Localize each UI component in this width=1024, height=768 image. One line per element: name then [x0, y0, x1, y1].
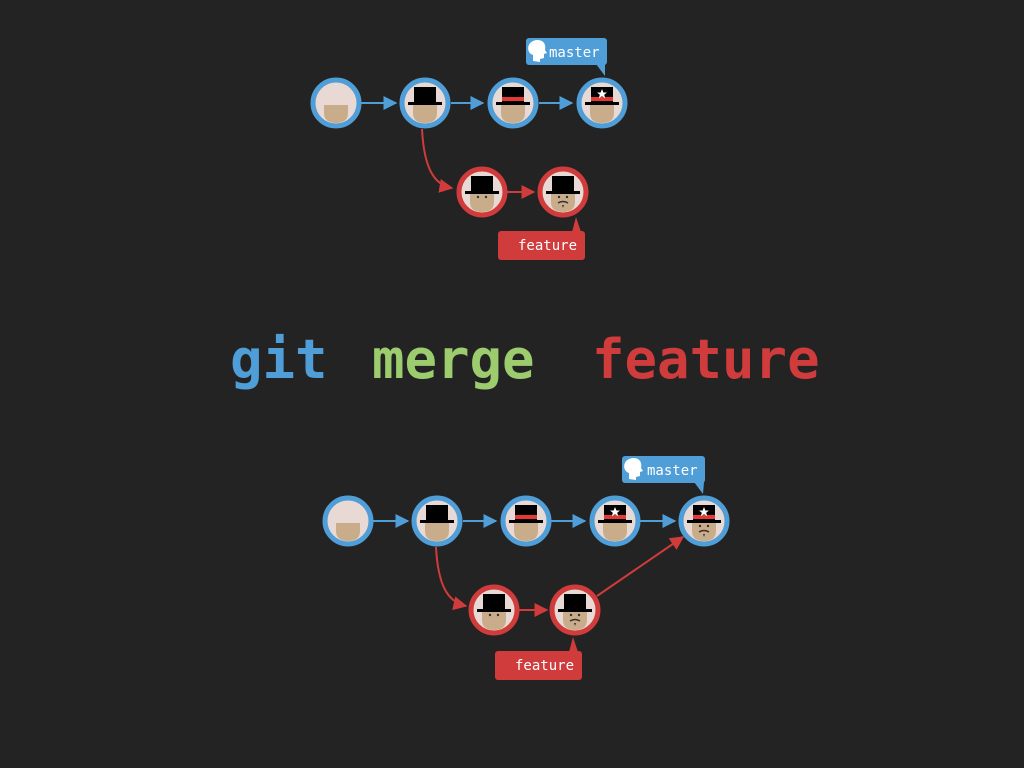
- command-git: git: [230, 328, 328, 391]
- commit-node-feature-2: [549, 584, 601, 636]
- commit-node-hat-star: [576, 77, 628, 129]
- commit-node-top-hat: [399, 77, 451, 129]
- commit-node-feature-1: [456, 166, 508, 218]
- commit-node-hat-red-band: [487, 77, 539, 129]
- edge: [435, 546, 468, 611]
- master-label: master: [622, 456, 705, 494]
- commit-node-base: [310, 77, 362, 129]
- before-graph: master feature: [310, 38, 628, 260]
- head-silhouette-icon: [528, 40, 547, 62]
- commit-node-base: [322, 495, 374, 547]
- head-silhouette-icon: [624, 458, 643, 480]
- star-icon: [610, 507, 620, 517]
- command-line: git merge feature: [230, 328, 820, 391]
- commit-node-hat-red-band: [500, 495, 552, 547]
- star-icon: [699, 507, 709, 517]
- commit-node-top-hat: [411, 495, 463, 547]
- commit-node-merge: [678, 495, 730, 547]
- feature-label: feature: [498, 217, 585, 260]
- commit-node-hat-star: [589, 495, 641, 547]
- command-merge: merge: [372, 328, 535, 391]
- master-label: master: [526, 38, 607, 76]
- merge-edge: [596, 536, 685, 597]
- feature-label-text: feature: [515, 658, 574, 674]
- master-label-text: master: [549, 45, 600, 61]
- master-label-text: master: [647, 463, 698, 479]
- feature-label-text: feature: [518, 238, 577, 254]
- after-graph: master feature: [322, 456, 730, 680]
- feature-label: feature: [495, 637, 582, 680]
- edge: [421, 128, 454, 193]
- commit-node-feature-1: [468, 584, 520, 636]
- star-icon: [597, 89, 607, 99]
- commit-node-feature-2: [537, 166, 589, 218]
- command-feature: feature: [592, 328, 820, 391]
